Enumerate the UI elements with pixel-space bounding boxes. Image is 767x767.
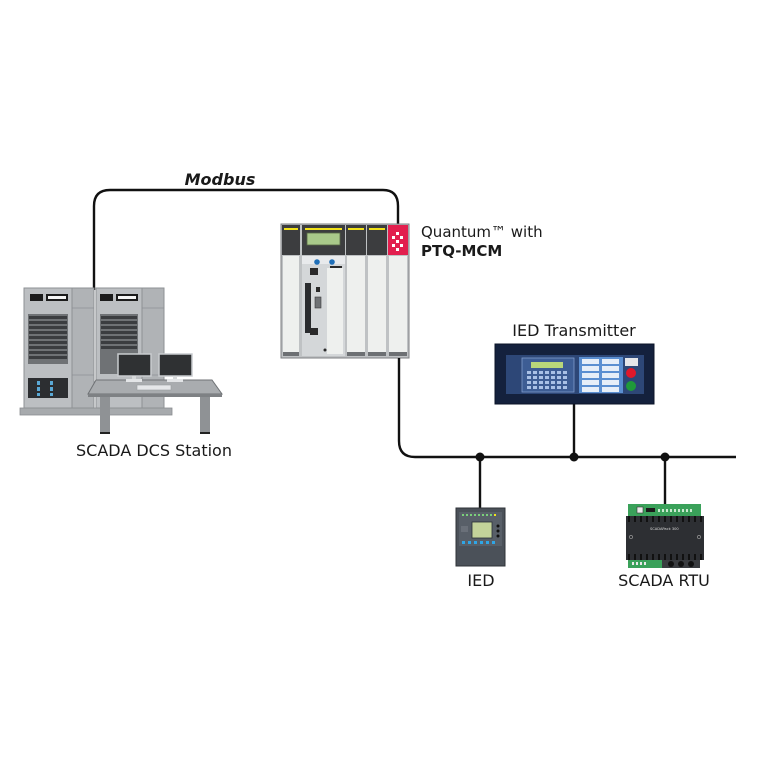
transmitter-keys (527, 371, 567, 389)
server-rack-1 (23, 287, 95, 409)
bus-junction-rtu (660, 452, 670, 462)
quantum-plc[interactable]: Quantum™ with PTQ-MCM (280, 223, 543, 359)
scada-dcs-station[interactable]: SCADA DCS Station (19, 287, 232, 460)
ied-lcd (471, 521, 493, 539)
plc-module-power (282, 225, 300, 356)
red-indicator-icon (626, 368, 636, 378)
rtu-badge: SCADAPack 300 (650, 527, 679, 531)
transmitter-lcd (531, 362, 563, 368)
plc-module-cpu (302, 225, 345, 356)
prosoft-logo-icon (392, 232, 403, 251)
green-indicator-icon (626, 381, 636, 391)
ied-transmitter-label: IED Transmitter (512, 321, 636, 340)
transmitter-display-small (625, 358, 638, 366)
ied-label: IED (467, 571, 494, 590)
ied-device[interactable]: IED (455, 507, 506, 590)
modbus-cable (92, 188, 400, 290)
modbus-link: Modbus (92, 170, 400, 290)
modbus-label: Modbus (185, 170, 256, 189)
transmitter-buttons (582, 359, 619, 392)
bus-junction-transmitter (569, 452, 579, 462)
ptq-mcm-module (388, 225, 408, 356)
monitor-left (117, 353, 152, 382)
scada-dcs-station-label: SCADA DCS Station (76, 441, 232, 460)
plc-to-bus-cable (397, 358, 736, 459)
plc-module-io-1 (346, 225, 366, 356)
plc-label-line1: Quantum™ with (421, 223, 543, 241)
rtu-board-top (628, 504, 701, 516)
keyboard (136, 384, 172, 391)
field-bus (397, 358, 736, 508)
scada-rtu-label: SCADA RTU (618, 571, 710, 590)
scada-rtu[interactable]: SCADAPack 300 SCADA RTU (618, 504, 710, 590)
rack-base (19, 407, 173, 416)
rtu-body (626, 516, 704, 560)
bus-junction-ied (475, 452, 485, 462)
plc-label-line2: PTQ-MCM (421, 242, 502, 260)
monitor-right (158, 353, 193, 382)
ied-transmitter[interactable]: IED Transmitter (494, 321, 655, 405)
plc-module-io-2 (367, 225, 387, 356)
